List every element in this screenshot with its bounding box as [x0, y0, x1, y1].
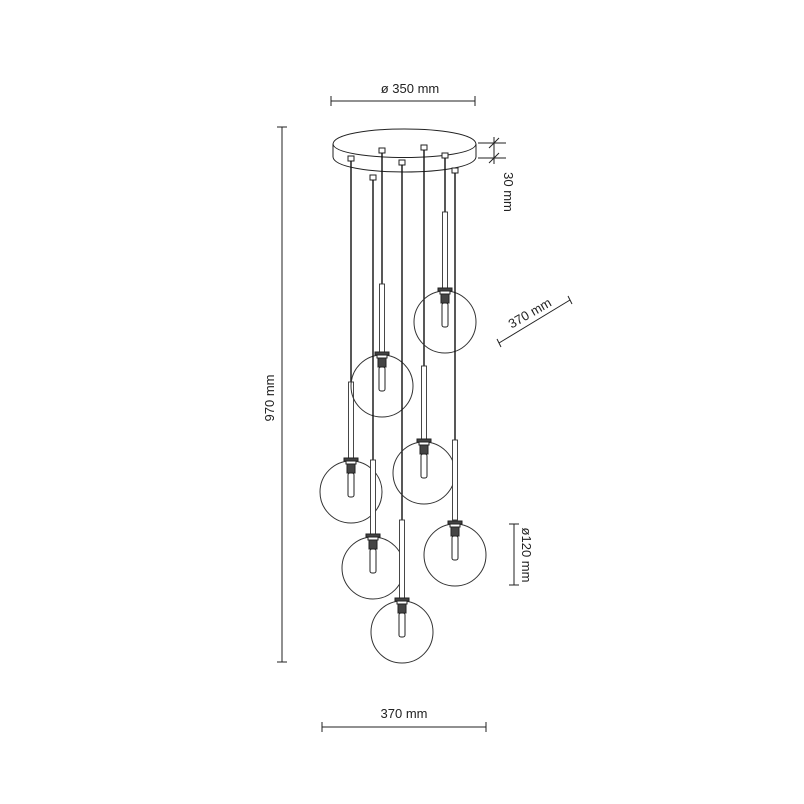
- canopy-height-dimension: 30 mm: [478, 137, 516, 212]
- pendant-cluster: [319, 144, 487, 664]
- cluster-diameter-dimension: 370 mm: [496, 295, 573, 348]
- cord-grip-cap: [378, 147, 386, 154]
- lamp-holder: [377, 357, 387, 368]
- globe-diameter-dimension: ø120 mm: [509, 523, 534, 586]
- pendant-5: [392, 144, 456, 505]
- cord-grip-cap: [369, 174, 377, 181]
- metal-tube: [379, 283, 385, 357]
- total-height-label: 970 mm: [262, 375, 277, 422]
- pendant-3: [341, 174, 405, 600]
- canopy-height-label: 30 mm: [501, 172, 516, 212]
- lamp-holder: [368, 539, 378, 550]
- pendant-4: [370, 159, 434, 664]
- ceiling-canopy: [332, 128, 477, 173]
- bulb: [378, 366, 386, 392]
- cord-grip-cap: [441, 152, 449, 159]
- bulb: [347, 472, 355, 498]
- pendant-2: [350, 147, 414, 418]
- metal-tube: [442, 211, 448, 293]
- cluster-diameter-label: 370 mm: [506, 295, 554, 331]
- canopy-diameter-dimension: ø 350 mm: [330, 81, 476, 106]
- cluster-width-dimension: 370 mm: [321, 706, 487, 732]
- canopy-diameter-label: ø 350 mm: [381, 81, 440, 96]
- lamp-holder: [440, 293, 450, 304]
- bulb: [398, 612, 406, 638]
- lamp-holder: [450, 526, 460, 537]
- metal-tube: [399, 519, 405, 599]
- metal-tube: [421, 365, 427, 441]
- lamp-holder: [346, 463, 356, 474]
- bulb: [441, 302, 449, 328]
- cord-grip-cap: [398, 159, 406, 166]
- pendant-6: [413, 152, 477, 354]
- total-height-dimension: 970 mm: [262, 126, 287, 663]
- cord-grip-cap: [347, 155, 355, 162]
- bulb: [451, 535, 459, 561]
- bulb: [420, 453, 428, 479]
- metal-tube: [348, 381, 354, 463]
- metal-tube: [370, 459, 376, 541]
- metal-tube: [452, 439, 458, 521]
- lamp-holder: [397, 603, 407, 614]
- bulb: [369, 548, 377, 574]
- globe-diameter-label: ø120 mm: [519, 528, 534, 583]
- lamp-holder: [419, 444, 429, 455]
- cord-grip-cap: [451, 167, 459, 174]
- cluster-width-label: 370 mm: [381, 706, 428, 721]
- cord-grip-cap: [420, 144, 428, 151]
- pendant-7: [423, 167, 487, 587]
